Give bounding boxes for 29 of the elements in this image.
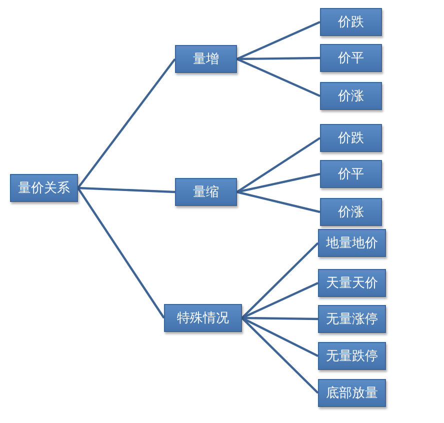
process-box: 量价关系 (10, 174, 78, 202)
connector-line (242, 317, 318, 357)
process-box: 价跌 (320, 8, 382, 36)
connector-line (236, 21, 320, 60)
process-box: 天量天价 (318, 269, 386, 297)
connector-line (77, 58, 176, 189)
connector-line (236, 172, 320, 194)
connector-line (242, 316, 318, 320)
connector-line (77, 187, 165, 319)
connector-line (78, 186, 176, 194)
process-box: 价平 (320, 44, 382, 72)
process-box: 底部放量 (318, 379, 386, 407)
process-box: 价涨 (320, 198, 382, 226)
connector-line (241, 317, 319, 394)
connector-line (236, 58, 320, 97)
process-box: 价涨 (320, 82, 382, 110)
process-box: 价跌 (320, 124, 382, 152)
connector-line (236, 137, 321, 193)
process-box: 无量跌停 (318, 342, 386, 370)
process-box: 量增 (175, 45, 237, 73)
process-box: 地量地价 (318, 229, 386, 257)
connector-line (236, 56, 320, 60)
connector-line (236, 190, 320, 214)
process-box: 特殊情况 (164, 304, 242, 332)
process-box: 量缩 (175, 178, 237, 206)
connector-line (242, 282, 318, 319)
process-box: 价平 (320, 160, 382, 188)
connector-line (241, 242, 319, 319)
process-box: 无量涨停 (318, 305, 386, 333)
